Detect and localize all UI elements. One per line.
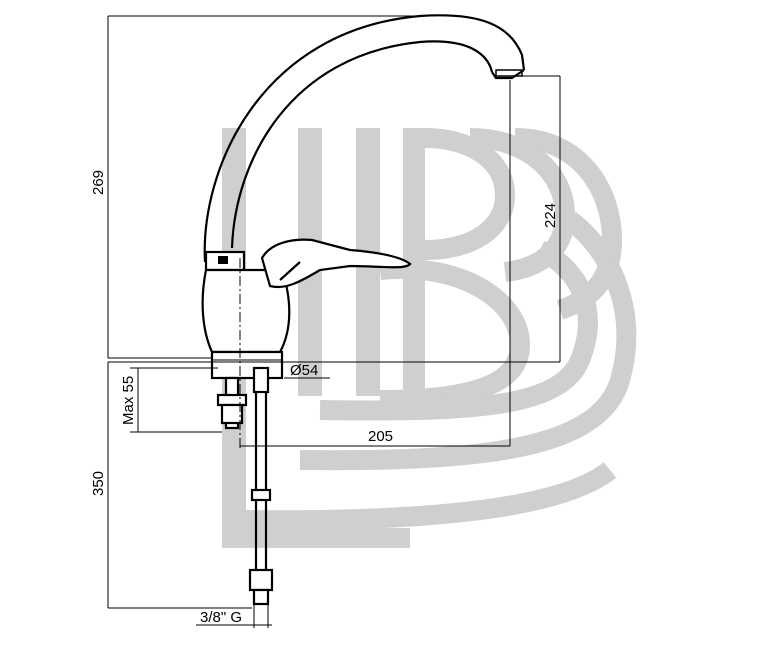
dim-spout-reach: 205 xyxy=(368,428,393,445)
watermark-logo xyxy=(222,128,637,548)
dim-base-diameter: Ø54 xyxy=(290,362,318,379)
dim-hose-length: 350 xyxy=(90,471,107,496)
dim-spout-height: 224 xyxy=(542,203,559,228)
dim-total-height: 269 xyxy=(90,170,107,195)
faucet-outline xyxy=(201,14,526,606)
dim-max-deck-thickness: Max 55 xyxy=(120,376,137,425)
dimension-lines xyxy=(107,15,561,628)
dim-connection-thread: 3/8" G xyxy=(200,609,242,626)
